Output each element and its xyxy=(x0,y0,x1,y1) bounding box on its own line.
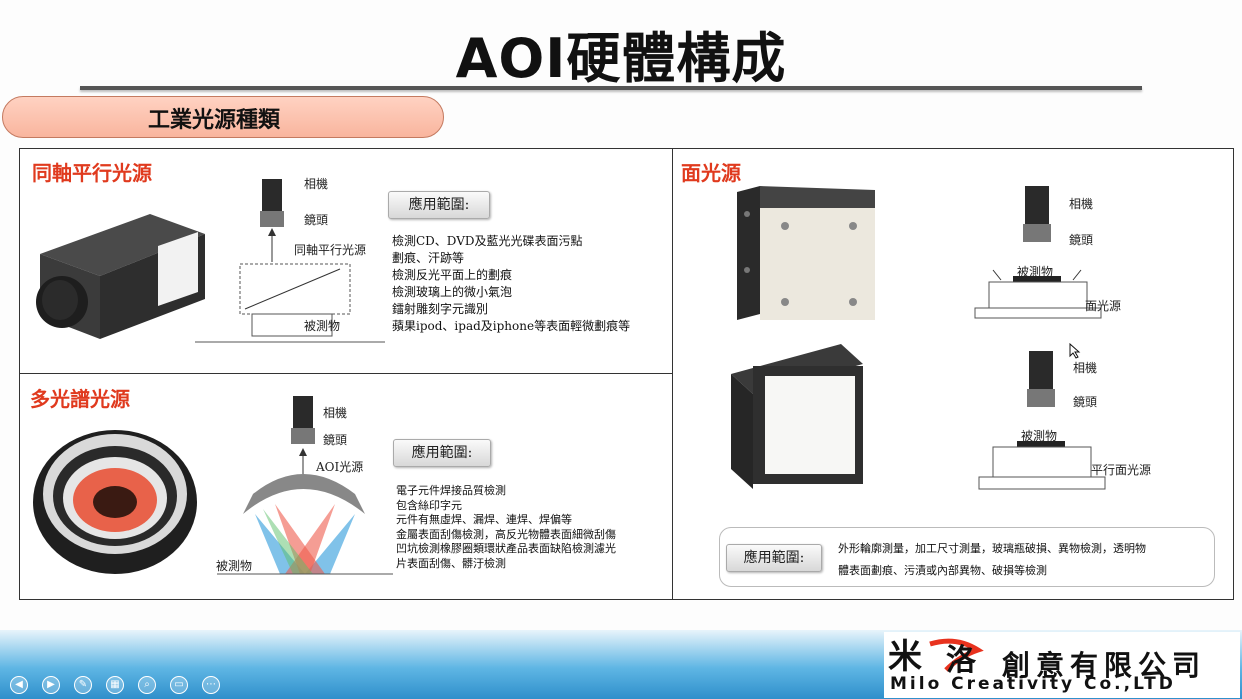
next-icon[interactable]: ▶ xyxy=(42,676,60,694)
mouse-cursor-icon xyxy=(1069,343,1081,359)
multispectral-diagram xyxy=(217,396,393,575)
svg-text:米: 米 xyxy=(888,637,922,674)
pen-icon[interactable]: ✎ xyxy=(74,676,92,694)
surface-d2-camera-label: 相機 xyxy=(1073,361,1098,375)
coaxial-camera-label: 相機 xyxy=(304,177,329,191)
coaxial-diagram xyxy=(195,179,385,343)
more-icon[interactable]: ⋯ xyxy=(202,676,220,694)
section-banner: 工業光源種類 xyxy=(2,96,444,138)
coaxial-light-image xyxy=(36,214,205,339)
coaxial-light-label: 同軸平行光源 xyxy=(294,243,367,257)
list-item: 外形輪廓測量，加工尺寸測量，玻璃瓶破損、異物檢測，透明物 xyxy=(838,542,1146,555)
list-item: 電子元件焊接品質檢測 xyxy=(396,484,506,497)
title-divider xyxy=(80,86,1142,90)
surface-light-panel: 面光源 相機 鏡頭 被測物 面光源 相機 鏡頭 被 xyxy=(672,148,1234,600)
svg-text:洛: 洛 xyxy=(946,643,977,674)
slides-icon[interactable]: ▦ xyxy=(106,676,124,694)
surface-light-image-2 xyxy=(731,344,863,489)
list-item: 包含絲印字元 xyxy=(396,498,462,512)
surface-d2-light-label: 平行面光源 xyxy=(1091,463,1152,477)
surface-app-button: 應用範圍: xyxy=(726,544,822,572)
surface-diagram-2 xyxy=(978,351,1106,490)
multispectral-light-panel: 多光譜光源 相機 鏡頭 AOI光源 被測物 應用範圍: 電子元件焊接品質檢測 包… xyxy=(19,373,673,600)
subtitle-icon[interactable]: ▭ xyxy=(170,676,188,694)
list-item: 片表面刮傷、髒汙檢測 xyxy=(396,556,506,570)
coaxial-lens-label: 鏡頭 xyxy=(304,213,329,227)
presentation-toolbar: ◀ ▶ ✎ ▦ ⌕ ▭ ⋯ xyxy=(10,676,220,694)
list-item: 劃痕、汗跡等 xyxy=(392,251,465,265)
list-item: 元件有無虛焊、漏焊、連焊、焊偏等 xyxy=(396,513,572,526)
surface-d2-object-label: 被測物 xyxy=(1021,429,1058,443)
page-title: AOI硬體構成 xyxy=(455,27,787,90)
coaxial-object-label: 被測物 xyxy=(304,319,341,333)
surface-diagram-1 xyxy=(974,186,1102,319)
company-logo: 米 洛 創意有限公司 Milo Creativity Co.,LTD xyxy=(884,632,1240,698)
surface-app-box: 應用範圍: 外形輪廓測量，加工尺寸測量，玻璃瓶破損、異物檢測，透明物 體表面劃痕… xyxy=(719,527,1215,587)
list-item: 鐳射雕刻字元識別 xyxy=(392,302,489,316)
surface-app-list: 外形輪廓測量，加工尺寸測量，玻璃瓶破損、異物檢測，透明物 體表面劃痕、污漬或內部… xyxy=(838,538,1146,582)
section-banner-label: 工業光源種類 xyxy=(148,108,281,133)
list-item: 檢測CD、DVD及藍光光碟表面污點 xyxy=(392,234,583,248)
ring-light-image xyxy=(33,430,197,574)
surface-d2-lens-label: 鏡頭 xyxy=(1073,395,1098,409)
multispectral-object-label: 被測物 xyxy=(216,559,253,573)
list-item: 凹坑檢測橡膠圈類環狀產品表面缺陷檢測濾光 xyxy=(396,542,616,555)
logo-chinese-name: 創意有限公司 xyxy=(1002,649,1207,682)
multispectral-camera-label: 相機 xyxy=(323,406,348,420)
coaxial-light-panel: 同軸平行光源 相機 鏡頭 同軸平行光源 被測物 應用範圍: 檢測CD、DVD及藍… xyxy=(19,148,673,374)
multispectral-light-label: AOI光源 xyxy=(316,460,364,474)
milo-logo-mark: 米 洛 xyxy=(888,637,984,674)
list-item: 體表面劃痕、污漬或內部異物、破損等檢測 xyxy=(838,564,1047,577)
surface-title: 面光源 xyxy=(681,161,741,185)
multispectral-app-button: 應用範圍: xyxy=(393,439,491,467)
surface-light-image-1 xyxy=(737,186,875,320)
prev-icon[interactable]: ◀ xyxy=(10,676,28,694)
surface-d1-light-label: 面光源 xyxy=(1085,299,1122,313)
list-item: 金屬表面刮傷檢測，高反光物體表面細微刮傷 xyxy=(396,527,616,541)
surface-d1-lens-label: 鏡頭 xyxy=(1069,233,1094,247)
list-item: 蘋果ipod、ipad及iphone等表面輕微劃痕等 xyxy=(392,319,631,333)
surface-d1-camera-label: 相機 xyxy=(1069,197,1094,211)
list-item: 檢測反光平面上的劃痕 xyxy=(392,268,513,282)
surface-d1-object-label: 被測物 xyxy=(1017,265,1054,279)
multispectral-lens-label: 鏡頭 xyxy=(323,433,348,447)
coaxial-app-button: 應用範圍: xyxy=(388,191,490,219)
coaxial-title: 同軸平行光源 xyxy=(32,161,152,185)
coaxial-app-list: 檢測CD、DVD及藍光光碟表面污點 劃痕、汗跡等 檢測反光平面上的劃痕 檢測玻璃… xyxy=(392,233,630,335)
logo-english-name: Milo Creativity Co.,LTD xyxy=(890,674,1176,694)
multispectral-title: 多光譜光源 xyxy=(30,387,130,411)
list-item: 檢測玻璃上的微小氣泡 xyxy=(392,285,513,299)
zoom-icon[interactable]: ⌕ xyxy=(138,676,156,694)
multispectral-app-list: 電子元件焊接品質檢測 包含絲印字元 元件有無虛焊、漏焊、連焊、焊偏等 金屬表面刮… xyxy=(396,484,616,571)
